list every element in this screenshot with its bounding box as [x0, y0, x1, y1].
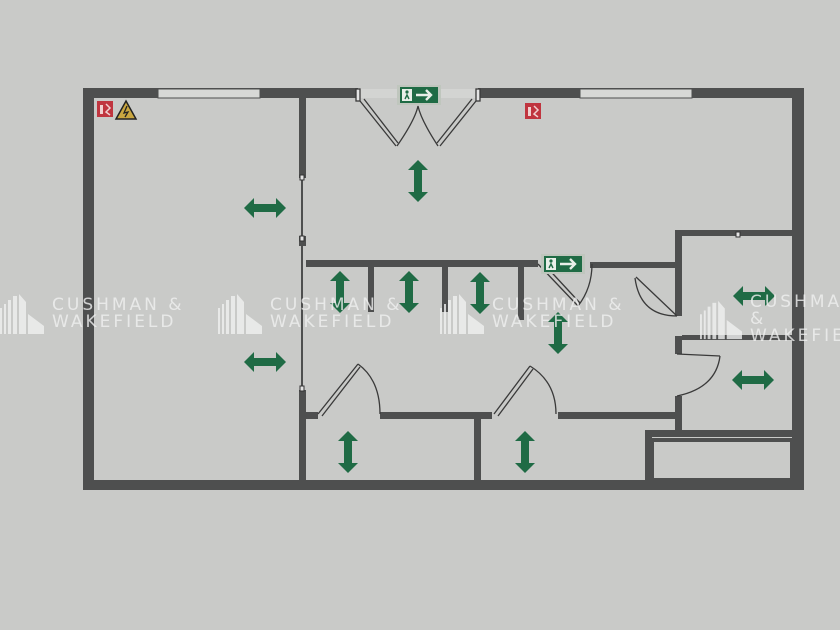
electrical-warning-icon [114, 99, 138, 120]
double-arrow-icon [470, 272, 490, 314]
wall-posts [299, 174, 741, 392]
fire-extinguisher-icon [96, 100, 114, 118]
double-arrow-icon [733, 286, 775, 306]
circulation-arrows [244, 160, 775, 473]
double-arrow-icon [244, 352, 286, 372]
emergency-exit-sign-icon [539, 252, 587, 276]
fire-extinguisher-icon [524, 102, 542, 120]
windows [157, 88, 693, 99]
double-arrow-icon [330, 271, 350, 313]
double-arrow-icon [408, 160, 428, 202]
double-arrow-icon [399, 271, 419, 313]
double-arrow-icon [515, 431, 535, 473]
double-arrow-icon [244, 198, 286, 218]
interior-walls [299, 98, 794, 482]
double-arrow-icon [338, 431, 358, 473]
emergency-exit-sign-icon [395, 83, 443, 107]
double-arrow-icon [732, 370, 774, 390]
double-arrow-icon [548, 312, 568, 354]
